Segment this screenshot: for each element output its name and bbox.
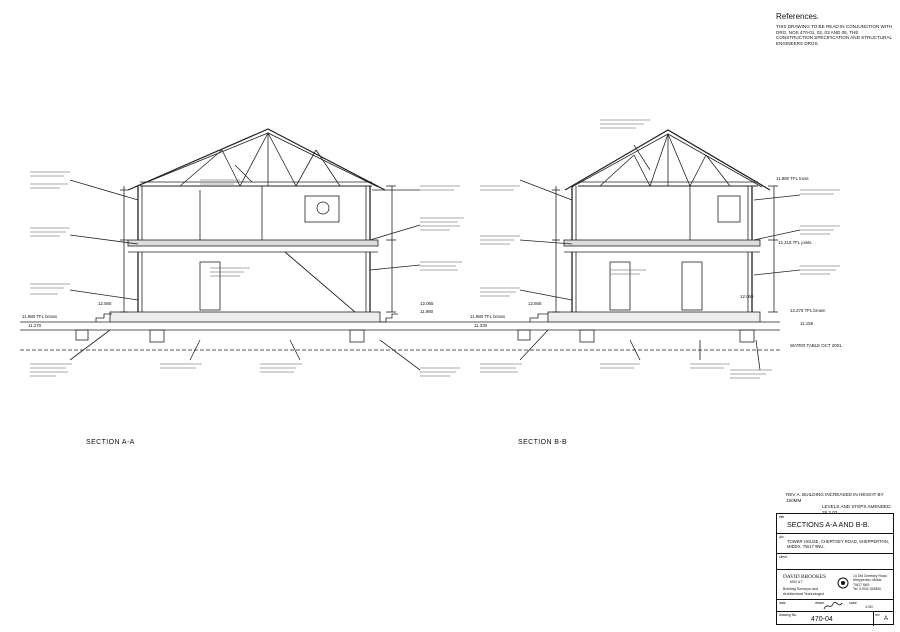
title-block: title SECTIONS A-A AND B-B. job TOWER HO… (776, 513, 894, 626)
revision-line-2: LEVELS AND STEPS AMENDED. 28.2.02. (822, 504, 892, 515)
section-a-a-drawing (20, 128, 470, 371)
firm-address: 14 Old Chertsey Road, Shepperton, Middx.… (853, 574, 888, 592)
job-label: job (779, 535, 784, 539)
level-a-4: 12.065 (420, 301, 434, 306)
level-a-2: 11.270 (28, 323, 42, 328)
revision-line-1: REV A. BUILDING INCREASED IN HEIGHT BY 1… (786, 492, 884, 503)
firm-address-2: Shepperton, Middx. (853, 578, 883, 583)
date-scale-row: date drawn scale 1:50 (777, 600, 893, 612)
firm-name: DAVID BROOKES (783, 574, 827, 580)
level-a-1: 11.980 TFL brown (22, 314, 58, 319)
firm-address-1: 14 Old Chertsey Road, (853, 574, 888, 578)
references-block: References. This drawing to be read in c… (776, 12, 894, 46)
references-text: This drawing to be read in conjunction w… (776, 24, 893, 46)
firm-quals: MBIAT (790, 580, 804, 584)
references-heading: References. (776, 12, 820, 21)
client-row: client (777, 554, 893, 570)
rev-label: rev (875, 613, 880, 617)
title-row: title SECTIONS A-A AND B-B. (777, 514, 893, 534)
scale-label: scale (849, 601, 857, 605)
client-label: client (779, 555, 787, 559)
section-a-a-label: SECTION A-A (86, 439, 135, 446)
firm-logo-icon (837, 577, 849, 589)
drawn-signature-icon (823, 601, 843, 610)
rev-divider (873, 612, 874, 626)
section-b-b-drawing (470, 129, 801, 371)
drawn-label: drawn (815, 601, 825, 605)
revision-letter: A (883, 616, 888, 622)
drawing-no-row: drawing No. 470-04 rev A (777, 612, 893, 626)
firm-address-3: TW17 8AS (853, 582, 870, 587)
level-b-6: 11.155 (800, 321, 814, 326)
title-label: title (779, 515, 785, 519)
level-b-4: 12.065 (740, 294, 754, 299)
firm-description: Building Surveyor and Architectural Tech… (783, 587, 824, 596)
level-a-5: 11.980 (420, 309, 434, 314)
drawing-no-label: drawing No. (779, 613, 798, 617)
level-b-3: 12.565 (528, 301, 542, 306)
level-b-5: 12.275 TFL brown (790, 308, 826, 313)
date-label: date (779, 601, 786, 605)
level-b-portico: 12.215 TFL joists (778, 240, 812, 245)
job-line-2: MIDDX. TW17 9NU. (787, 544, 825, 550)
firm-tel: Tel. 01932 263806 (853, 587, 881, 592)
section-b-b-label: SECTION B-B (518, 439, 568, 446)
firm-desc-1: Building Surveyor and (783, 587, 819, 591)
level-b-roof: 11.980 TFL truss (776, 176, 809, 181)
level-b-2: 11.330 (474, 323, 488, 328)
water-table-label: WATER TABLE OCT 2001. (790, 343, 843, 348)
annotation-scribbles (30, 119, 840, 379)
job-line-1: TOWER HOUSE, CHERTSEY ROAD, SHEPPERTON, (787, 539, 889, 544)
drawing-number: 470-04 (811, 616, 833, 623)
job-address: TOWER HOUSE, CHERTSEY ROAD, SHEPPERTON, … (787, 539, 889, 549)
drawing-title: SECTIONS A-A AND B-B. (787, 520, 870, 529)
firm-desc-2: Architectural Technologist (783, 591, 824, 596)
level-b-1: 11.980 TFL brown (470, 314, 506, 319)
scale-value: 1:50 (865, 604, 873, 609)
level-a-3: 12.565 (98, 301, 112, 306)
firm-row: DAVID BROOKES MBIAT Building Surveyor an… (777, 570, 893, 600)
job-row: job TOWER HOUSE, CHERTSEY ROAD, SHEPPERT… (777, 534, 893, 554)
revision-note: REV A. BUILDING INCREASED IN HEIGHT BY 1… (786, 492, 900, 516)
